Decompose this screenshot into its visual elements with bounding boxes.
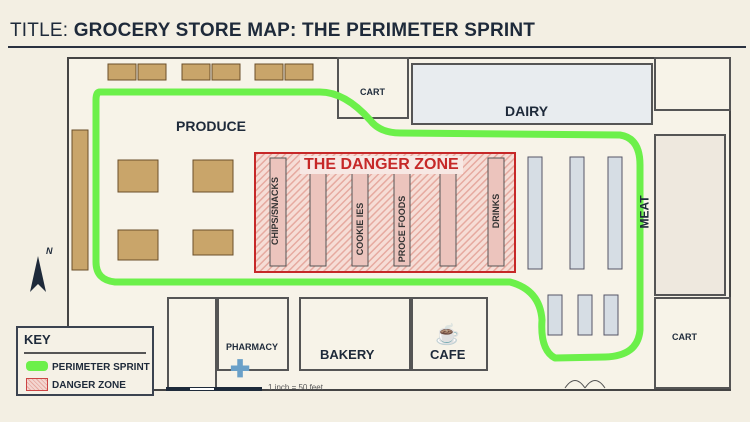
compass-arrow: [30, 256, 46, 292]
key-item: PERIMETER SPRINT: [52, 362, 150, 373]
title-divider: [8, 46, 746, 48]
section-bakery: BAKERY: [320, 347, 375, 362]
danger-swatch: [26, 378, 48, 391]
key-item: DANGER ZONE: [52, 380, 126, 391]
danger-zone-label: THE DANGER ZONE: [300, 156, 463, 174]
section-dairy: DAIRY: [505, 103, 549, 119]
map-title: TITLE: GROCERY STORE MAP: THE PERIMETER …: [10, 20, 536, 41]
aisle-label: PROCE FOODS: [397, 195, 407, 263]
pharmacy-cross-icon: ✚: [230, 356, 251, 383]
scale-label: 1 inch = 50 feet: [268, 383, 323, 392]
section-pharmacy: PHARMACY: [226, 342, 279, 352]
section-produce: PRODUCE: [176, 118, 247, 134]
section-cart-right: CART: [672, 332, 697, 342]
section-cafe: CAFE: [430, 347, 466, 362]
perimeter-swatch: [26, 361, 48, 371]
section-cart-top: CART: [360, 87, 385, 97]
section-meat: MEAT: [637, 195, 652, 229]
aisle-label: CHIPS/SNACKS: [270, 177, 280, 246]
aisle-label: COOKIE IES: [355, 202, 365, 256]
map-key: KEY PERIMETER SPRINT DANGER ZONE: [16, 326, 154, 396]
key-divider: [24, 352, 146, 354]
aisle-label: DRINKS: [491, 193, 501, 229]
compass-north: N: [46, 246, 53, 256]
coffee-cup-icon: ☕: [435, 324, 460, 346]
perimeter-sprint-path: [92, 88, 644, 362]
key-title: KEY: [24, 332, 51, 347]
